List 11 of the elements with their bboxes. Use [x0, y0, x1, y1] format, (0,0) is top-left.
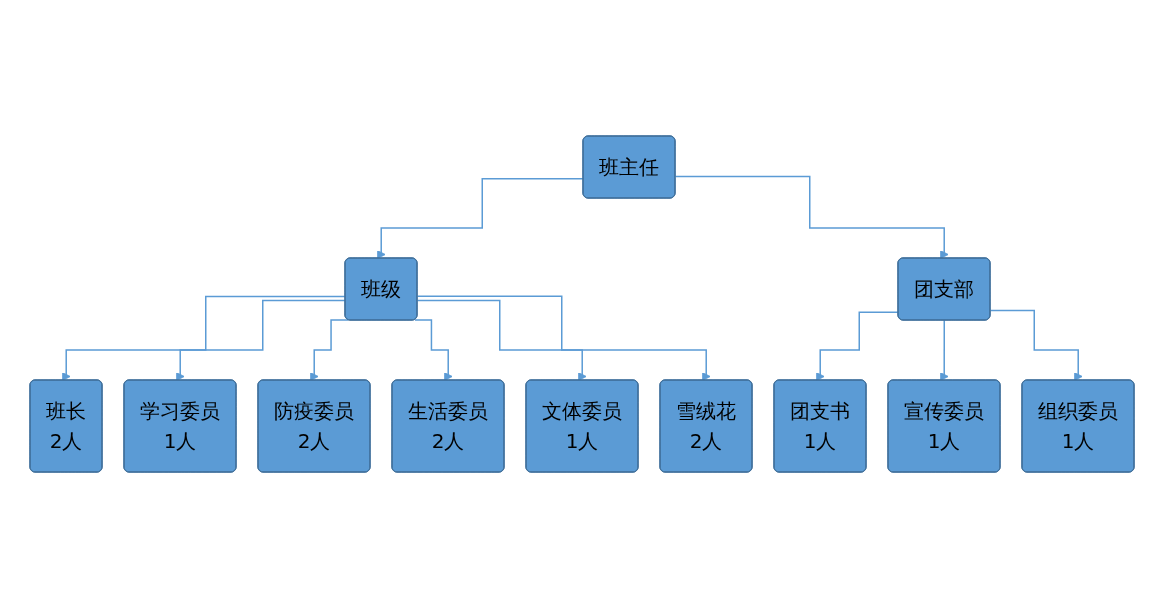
arrow — [674, 175, 949, 259]
arrow — [62, 295, 347, 381]
arrow — [414, 318, 453, 381]
arrow — [816, 310, 900, 381]
arrow — [416, 299, 587, 381]
arrow — [176, 299, 347, 381]
arrow — [940, 319, 949, 381]
arrow — [416, 295, 711, 381]
arrow — [377, 177, 585, 259]
arrow — [310, 318, 349, 381]
arrow — [989, 309, 1083, 381]
